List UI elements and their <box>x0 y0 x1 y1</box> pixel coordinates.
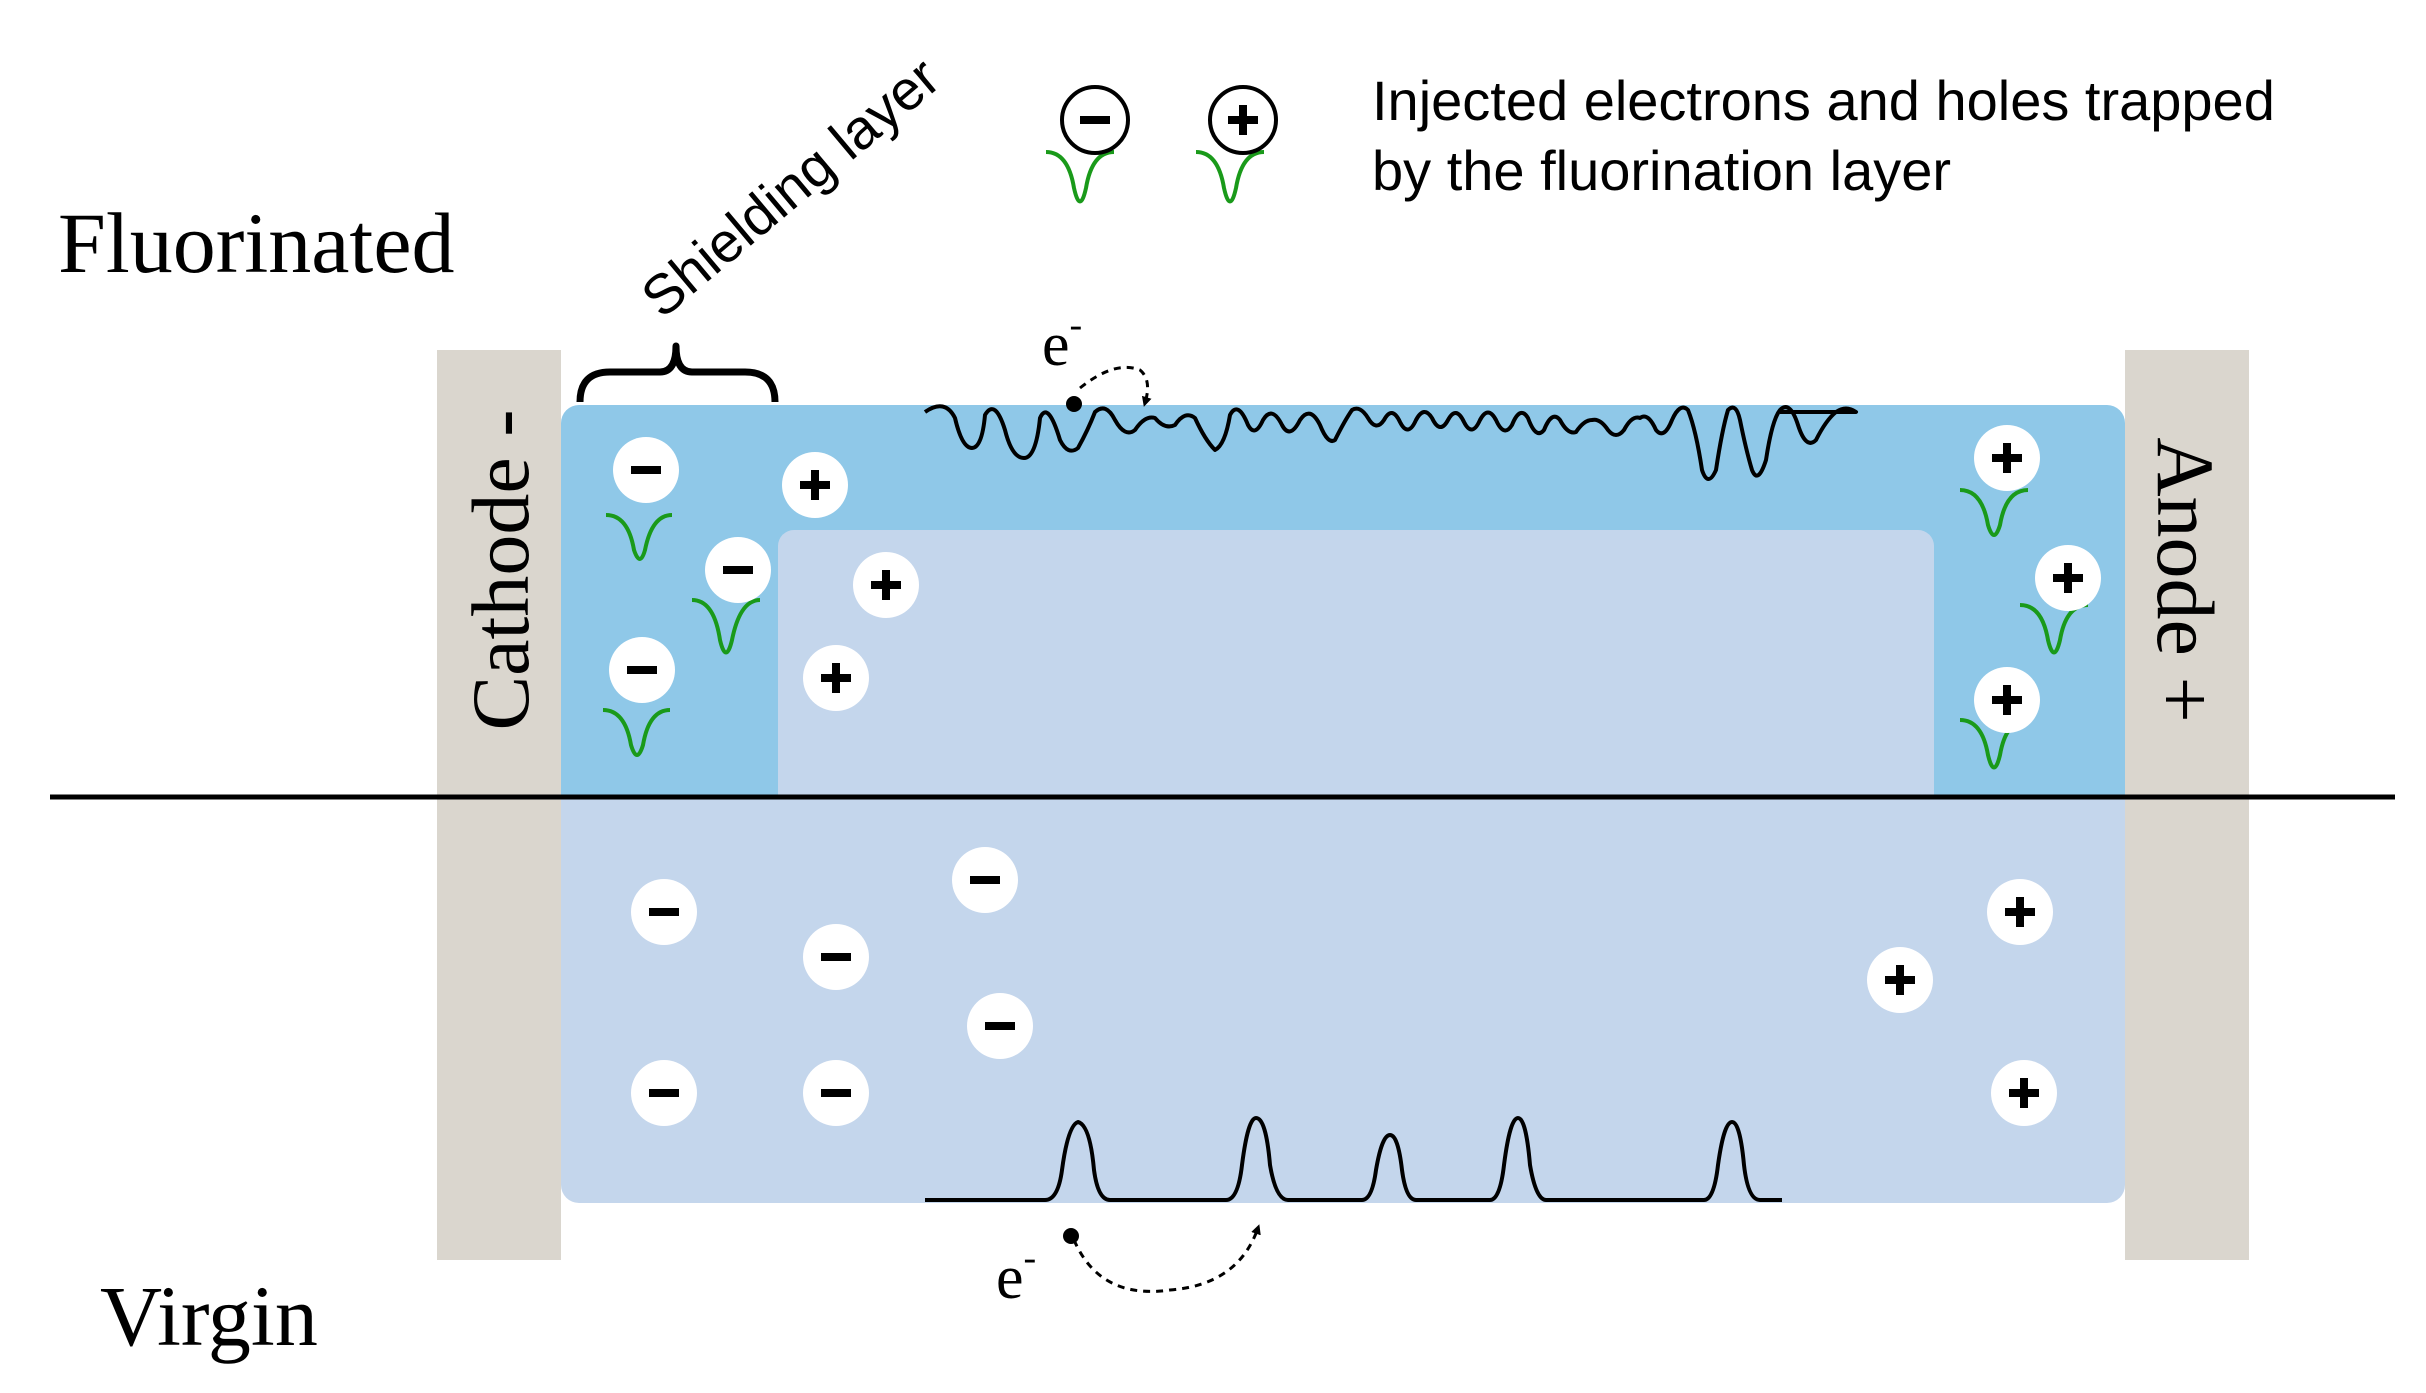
legend-text-line1: Injected electrons and holes trapped <box>1372 69 2275 132</box>
positive-charge <box>1974 425 2040 491</box>
positive-charge <box>2035 545 2101 611</box>
electron-label-top: e- <box>1042 304 1082 379</box>
positive-charge <box>1991 1060 2057 1126</box>
hop-arrow-top <box>1079 365 1152 407</box>
virgin-label: Virgin <box>100 1268 318 1364</box>
fluorinated-surface-profile <box>923 404 1858 481</box>
legend-text-line2: by the fluorination layer <box>1372 139 1951 202</box>
negative-charge <box>613 437 679 503</box>
shielding-layer-label: Shielding layer <box>629 45 951 329</box>
virgin-surface-profile <box>925 1116 1782 1202</box>
negative-charges <box>609 437 1033 1126</box>
positive-charge <box>1974 667 2040 733</box>
electron-dot-top <box>1066 396 1082 412</box>
positive-charge <box>782 452 848 518</box>
positive-charge <box>1867 947 1933 1013</box>
negative-charge <box>705 537 771 603</box>
electron-label-bottom: e- <box>996 1237 1036 1312</box>
shielding-brace <box>576 342 779 403</box>
virgin-bulk <box>561 797 2125 1203</box>
legend-trap-well <box>1045 150 1115 204</box>
legend-electron-symbol <box>1060 85 1130 155</box>
trap-well <box>602 708 671 757</box>
legend-trap-well <box>1195 150 1265 204</box>
cathode-electrode <box>437 350 561 1260</box>
anode-label: Anode + <box>2140 437 2231 722</box>
negative-charge <box>967 993 1033 1059</box>
hop-arrow-bottom <box>1072 1224 1261 1293</box>
trap-well <box>1959 488 2029 537</box>
positive-charge <box>1987 879 2053 945</box>
negative-charge <box>803 924 869 990</box>
trap-well <box>2019 603 2089 655</box>
electron-dot-bottom <box>1063 1228 1079 1244</box>
negative-charge <box>631 879 697 945</box>
negative-charge <box>952 847 1018 913</box>
positive-charge <box>853 552 919 618</box>
anode-electrode <box>2125 350 2249 1260</box>
negative-charge <box>631 1060 697 1126</box>
trap-well <box>605 513 673 561</box>
positive-charges <box>782 425 2101 1126</box>
negative-charge <box>803 1060 869 1126</box>
cathode-label: Cathode - <box>455 409 546 730</box>
negative-charge <box>609 637 675 703</box>
fluorinated-label: Fluorinated <box>58 195 455 291</box>
trap-well <box>691 598 761 655</box>
legend-hole-symbol <box>1208 85 1278 155</box>
positive-charge <box>803 645 869 711</box>
fluorinated-inner-bulk <box>778 530 1934 797</box>
